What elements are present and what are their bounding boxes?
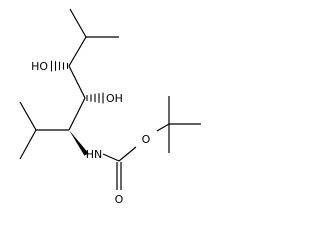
structure-diagram: HO OH HN O O <box>19 8 201 206</box>
bond-lower-methyl-down <box>19 129 37 160</box>
bond-o-quaternary-c <box>156 123 170 132</box>
backbone <box>68 65 86 131</box>
carbamate <box>102 146 137 190</box>
bond-c4-c3 <box>68 97 86 131</box>
bond-upper-methyl-left <box>69 8 87 38</box>
label-ester-oxygen: O <box>142 133 151 146</box>
bond-c5-c4 <box>68 65 86 99</box>
wedge-bond-c3-nh <box>69 130 89 156</box>
bond-lower-methyl-up <box>19 101 37 131</box>
bond-carbonyl-c-o-ester <box>118 146 137 162</box>
label-hn: HN <box>86 148 103 161</box>
label-carbonyl-oxygen: O <box>115 193 124 206</box>
upper-isopropyl <box>68 8 119 67</box>
label-ho-upper: HO <box>31 60 48 73</box>
bond-upper-ch-to-c5 <box>68 36 87 67</box>
bond-nh-carbonyl-c <box>102 153 120 162</box>
lower-isopropyl <box>19 101 69 160</box>
tert-butyl <box>156 96 201 153</box>
label-oh-middle: OH <box>106 92 123 105</box>
hash-bond-c4-oh <box>86 92 104 104</box>
hash-bond-c5-oh <box>50 60 69 72</box>
